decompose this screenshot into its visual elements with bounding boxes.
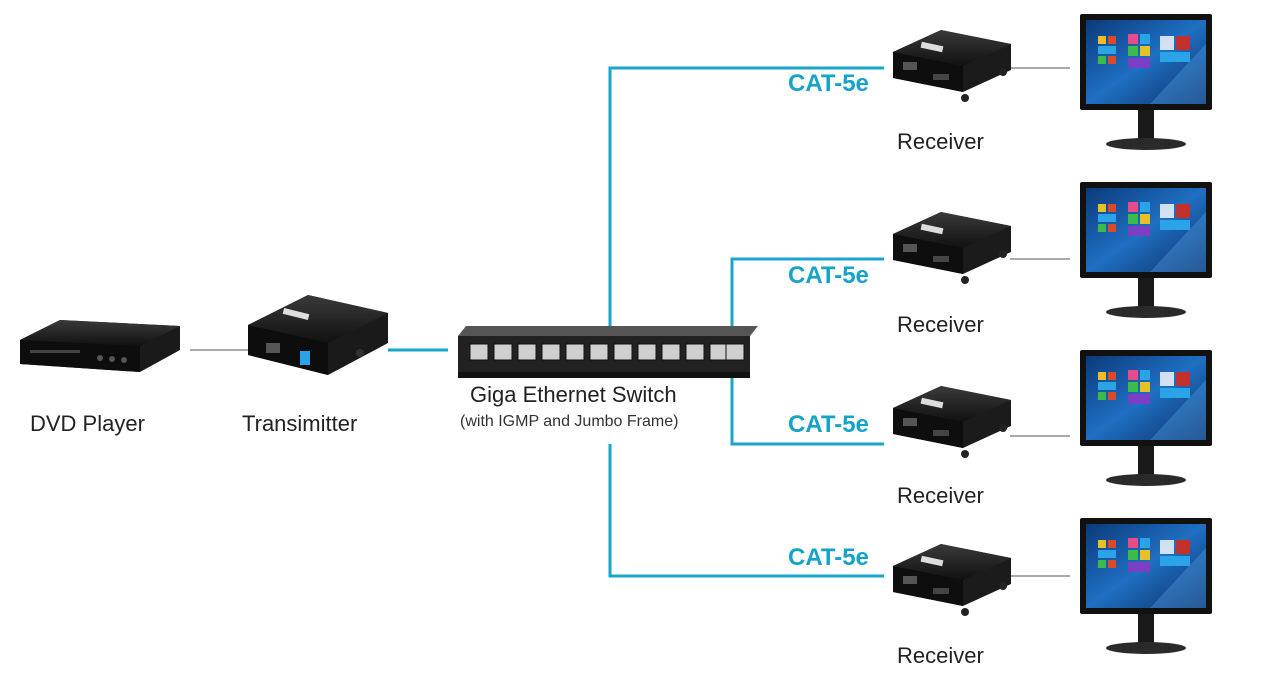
transmitter-label: Transimitter (242, 411, 358, 436)
monitor-4-icon (1080, 518, 1212, 654)
monitor-2-icon (1080, 182, 1212, 318)
cable-label-receiver-2: CAT-5e (788, 262, 869, 289)
receiver-3-label: Receiver (897, 483, 984, 508)
cable-label-receiver-4: CAT-5e (788, 544, 869, 571)
ethernet-switch-icon (458, 326, 758, 378)
cat-cable-receiver-3 (730, 374, 884, 446)
cat-cable-receiver-4 (608, 444, 884, 578)
transmitter-icon (248, 295, 388, 375)
receiver-1-label: Receiver (897, 129, 984, 154)
monitor-1-icon (1080, 14, 1212, 150)
receiver-4-label: Receiver (897, 643, 984, 668)
receiver-4-icon (893, 544, 1011, 616)
switch-sublabel: (with IGMP and Jumbo Frame) (460, 413, 679, 430)
receiver-1-icon (893, 30, 1011, 102)
cable-lines (190, 66, 1070, 578)
cat-cable-receiver-2 (730, 257, 884, 332)
receiver-2-icon (893, 212, 1011, 284)
cable-label-receiver-1: CAT-5e (788, 70, 869, 97)
receiver-3-icon (893, 386, 1011, 458)
monitor-3-icon (1080, 350, 1212, 486)
receiver-2-label: Receiver (897, 312, 984, 337)
cat-cable-receiver-1 (608, 66, 884, 332)
dvd-player-label: DVD Player (30, 411, 145, 436)
dvd-player-icon (20, 320, 180, 372)
cable-label-receiver-3: CAT-5e (788, 411, 869, 438)
switch-label: Giga Ethernet Switch (470, 382, 677, 407)
